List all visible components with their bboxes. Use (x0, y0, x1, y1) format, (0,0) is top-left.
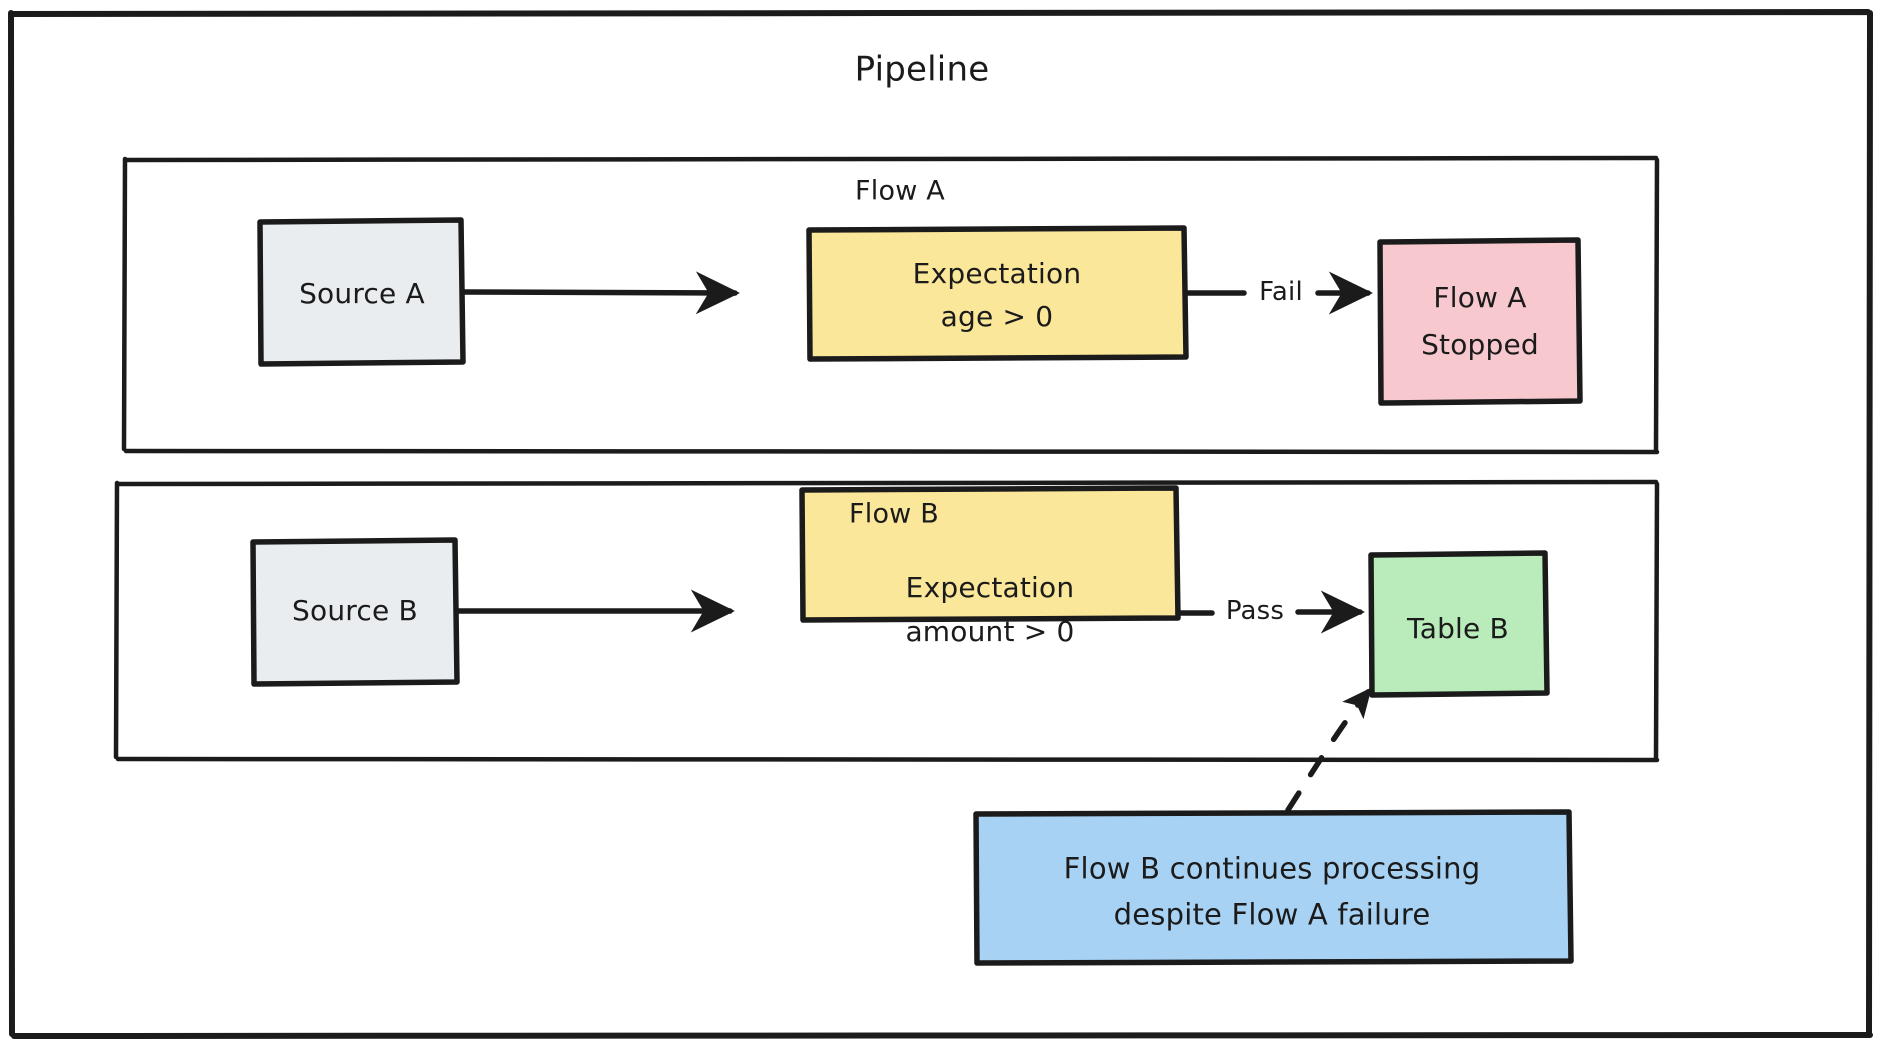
node-note-flow-b-shape[interactable] (973, 809, 1574, 966)
node-expectation-b-shape[interactable] (799, 485, 1181, 623)
flow-b-group-frame (113, 479, 1660, 763)
pipeline-frame (8, 9, 1873, 1039)
node-source-b-shape[interactable] (250, 537, 460, 687)
node-flow-a-stopped-shape[interactable] (1377, 237, 1583, 406)
node-expectation-a-shape[interactable] (806, 225, 1189, 362)
node-source-a-shape[interactable] (257, 217, 466, 367)
edge-source-a-to-expectation-a (460, 271, 740, 315)
edge-expectation-b-to-table-b (1175, 590, 1365, 634)
edge-note-to-table-b (1285, 687, 1372, 813)
node-table-b-shape[interactable] (1368, 550, 1550, 698)
flow-a-group-frame (121, 155, 1660, 455)
